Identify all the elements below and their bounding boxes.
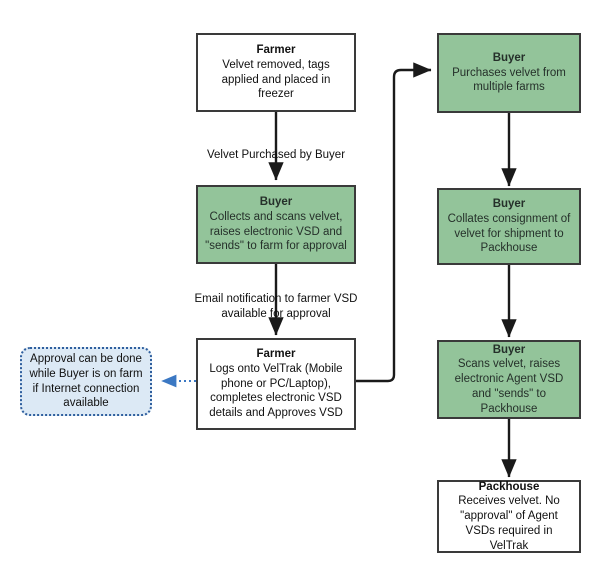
node-desc-label: Purchases velvet from multiple farms — [452, 66, 566, 94]
node-farmer-velvet-removed[interactable]: Farmer Velvet removed, tags applied and … — [196, 33, 356, 112]
node-desc-label: Collates consignment of velvet for shipm… — [447, 212, 571, 255]
node-desc-label: Velvet removed, tags applied and placed … — [221, 58, 331, 101]
edge-label-email-notification: Email notification to farmer VSD availab… — [194, 292, 358, 320]
node-role-label: Buyer — [259, 196, 293, 209]
node-buyer-collects-scans[interactable]: Buyer Collects and scans velvet, raises … — [196, 185, 356, 264]
node-desc-label: Collects and scans velvet, raises electr… — [205, 210, 347, 253]
node-desc-label: Receives velvet. No "approval" of Agent … — [458, 495, 560, 552]
node-role-label: Buyer — [492, 198, 526, 211]
node-buyer-collates-consignment[interactable]: Buyer Collates consignment of velvet for… — [437, 188, 581, 265]
node-buyer-purchases-velvet[interactable]: Buyer Purchases velvet from multiple far… — [437, 33, 581, 113]
node-role-label: Farmer — [256, 44, 296, 57]
node-desc-label: Logs onto VelTrak (Mobile phone or PC/La… — [209, 362, 343, 420]
node-farmer-logs-veltrak[interactable]: Farmer Logs onto VelTrak (Mobile phone o… — [196, 338, 356, 430]
connector-farmer-logs-to-buyer-purchases — [356, 62, 432, 383]
node-role-label: Buyer — [492, 51, 526, 64]
node-desc-label: Scans velvet, raises electronic Agent VS… — [454, 358, 564, 415]
node-buyer-scans-agent-vsd[interactable]: Buyer Scans velvet, raises electronic Ag… — [437, 340, 581, 419]
node-packhouse-receives[interactable]: Packhouse Receives velvet. No "approval"… — [437, 480, 581, 553]
approval-note[interactable]: Approval can be done while Buyer is on f… — [20, 347, 152, 416]
approval-note-text: Approval can be done while Buyer is on f… — [29, 352, 143, 410]
node-role-label: Buyer — [492, 343, 526, 356]
edge-label-velvet-purchased: Velvet Purchased by Buyer — [206, 148, 346, 161]
node-role-label: Packhouse — [478, 480, 540, 493]
node-role-label: Farmer — [256, 348, 296, 361]
